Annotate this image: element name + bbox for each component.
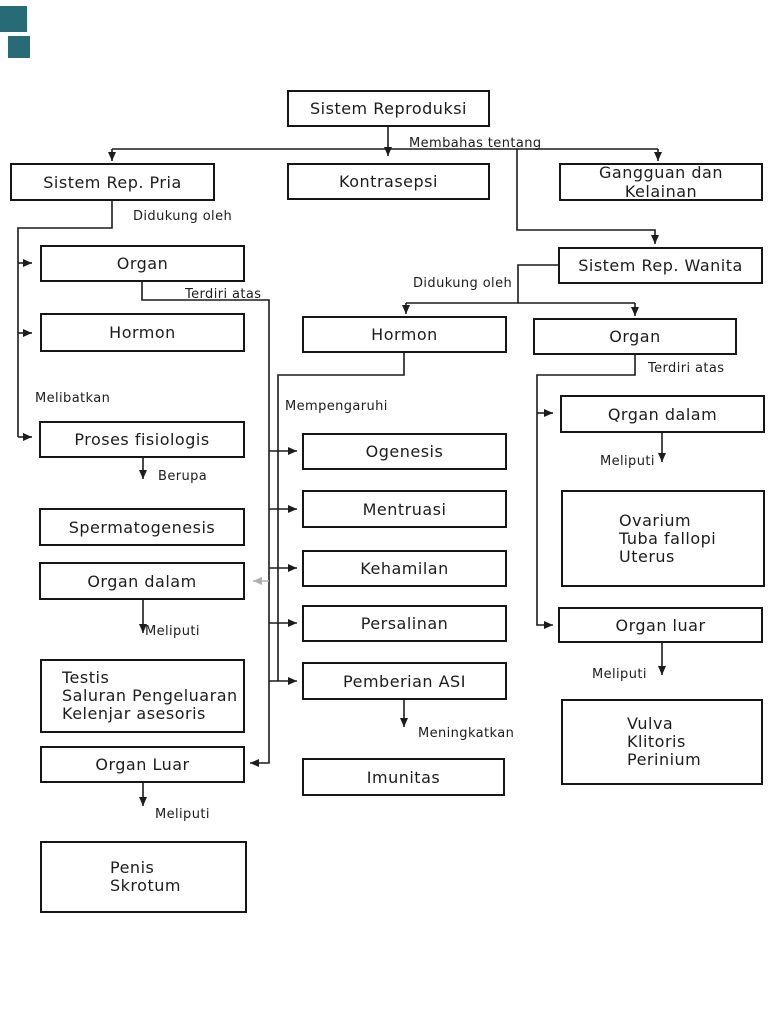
node-organ-luar-pria-list: Penis Skrotum xyxy=(40,841,247,913)
node-pemberian-asi: Pemberian ASI xyxy=(302,662,507,700)
edge-label-meliputi-dalam-wanita: Meliputi xyxy=(600,454,655,469)
node-kehamilan: Kehamilan xyxy=(302,550,507,587)
list-item: Vulva xyxy=(627,714,674,733)
corner-square-decoration-2 xyxy=(8,36,30,58)
edge-label-terdiri-atas-wanita: Terdiri atas xyxy=(648,361,725,376)
edge-label-mempengaruhi: Mempengaruhi xyxy=(285,399,388,414)
list-item: Skrotum xyxy=(110,876,181,895)
edge-label-meningkatkan: Meningkatkan xyxy=(418,726,515,741)
edge-label-meliputi-dalam-pria: Meliputi xyxy=(145,624,200,639)
node-organ-dalam-wanita: Qrgan dalam xyxy=(560,395,765,433)
node-organ-wanita: Organ xyxy=(533,318,737,355)
node-organ-luar-wanita-list: Vulva Klitoris Perinium xyxy=(561,699,763,785)
list-item: Testis xyxy=(62,668,110,687)
list-item: Penis xyxy=(110,858,155,877)
node-ogenesis: Ogenesis xyxy=(302,433,507,470)
edge-label-meliputi-luar-wanita: Meliputi xyxy=(592,667,647,682)
list-item: Ovarium xyxy=(619,510,692,530)
list-item: Tuba fallopi xyxy=(619,528,717,548)
node-persalinan: Persalinan xyxy=(302,605,507,642)
list-item: Perinium xyxy=(627,750,702,769)
node-kontrasepsi: Kontrasepsi xyxy=(287,163,490,200)
node-organ-dalam-wanita-list: Ovarium Tuba fallopi Uterus xyxy=(561,490,765,587)
node-spermatogenesis: Spermatogenesis xyxy=(39,508,245,546)
edge-label-membahas-tentang: Membahas tentang xyxy=(409,136,542,151)
edge-label-berupa: Berupa xyxy=(158,469,208,484)
node-gangguan-dan-kelainan: Gangguan dan Kelainan xyxy=(559,163,763,201)
node-sistem-rep-pria: Sistem Rep. Pria xyxy=(10,163,215,201)
edge-label-didukung-oleh-wanita: Didukung oleh xyxy=(413,276,513,291)
edge-label-didukung-oleh-pria: Didukung oleh xyxy=(133,209,233,224)
node-sistem-rep-wanita: Sistem Rep. Wanita xyxy=(558,247,763,284)
edge-label-melibatkan: Melibatkan xyxy=(35,391,111,406)
node-organ-dalam-pria: Organ dalam xyxy=(39,562,245,600)
node-proses-fisiologis: Proses fisiologis xyxy=(39,421,245,458)
node-organ-luar-wanita: Organ luar xyxy=(558,607,763,643)
node-hormon-wanita: Hormon xyxy=(302,316,507,353)
node-hormon-pria: Hormon xyxy=(40,313,245,352)
corner-square-decoration-1 xyxy=(0,6,27,32)
list-item: Saluran Pengeluaran xyxy=(62,686,238,705)
list-item: Uterus xyxy=(619,546,675,566)
node-organ-luar-pria: Organ Luar xyxy=(40,746,245,783)
node-mentruasi: Mentruasi xyxy=(302,490,507,528)
list-item: Klitoris xyxy=(627,732,686,751)
node-organ-dalam-pria-list: Testis Saluran Pengeluaran Kelenjar ases… xyxy=(40,659,245,733)
edge-label-meliputi-luar-pria: Meliputi xyxy=(155,807,210,822)
list-item: Kelenjar asesoris xyxy=(62,704,206,723)
node-sistem-reproduksi: Sistem Reproduksi xyxy=(287,90,490,127)
edge-label-terdiri-atas-pria: Terdiri atas xyxy=(185,287,262,302)
node-organ-pria: Organ xyxy=(40,245,245,282)
node-imunitas: Imunitas xyxy=(302,758,505,796)
